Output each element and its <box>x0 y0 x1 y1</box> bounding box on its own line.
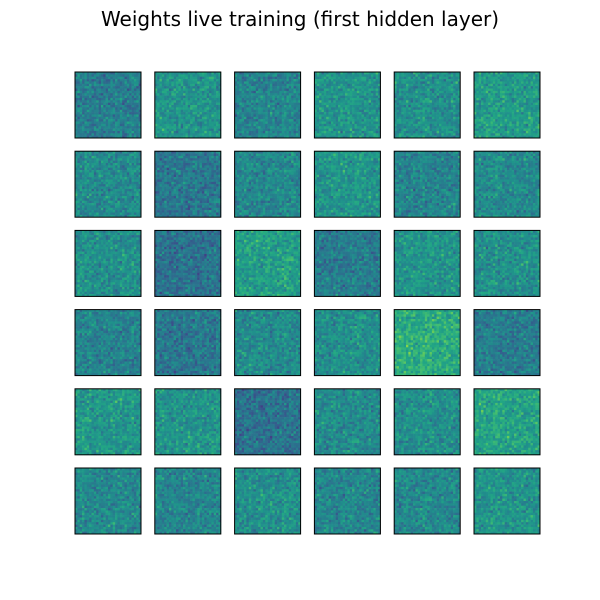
weight-panel-r4-c6 <box>473 309 541 377</box>
weight-panel-r2-c6 <box>473 150 541 218</box>
weight-panel-r3-c1 <box>74 229 142 297</box>
panel-border <box>74 388 142 456</box>
panel-border <box>473 150 541 218</box>
panel-border <box>393 467 461 535</box>
panel-border <box>234 388 302 456</box>
weight-panel-r2-c4 <box>313 150 381 218</box>
weight-panel-r6-c1 <box>74 467 142 535</box>
panel-border <box>234 71 302 139</box>
panel-border <box>313 309 381 377</box>
panel-border <box>473 309 541 377</box>
panel-border <box>74 229 142 297</box>
panel-border <box>234 309 302 377</box>
panel-border <box>154 71 222 139</box>
panel-border <box>393 388 461 456</box>
weight-panel-r1-c6 <box>473 71 541 139</box>
panel-border <box>473 229 541 297</box>
weight-panel-r4-c4 <box>313 309 381 377</box>
weight-panel-r2-c3 <box>234 150 302 218</box>
panel-border <box>313 150 381 218</box>
panel-border <box>74 150 142 218</box>
panel-border <box>154 388 222 456</box>
panel-border <box>393 229 461 297</box>
weight-panel-r1-c5 <box>393 71 461 139</box>
panel-border <box>313 229 381 297</box>
panel-border <box>234 229 302 297</box>
panel-border <box>74 467 142 535</box>
panel-border <box>393 71 461 139</box>
weight-panel-r1-c1 <box>74 71 142 139</box>
weight-panel-r4-c1 <box>74 309 142 377</box>
weight-panel-r4-c5 <box>393 309 461 377</box>
panel-border <box>393 309 461 377</box>
weight-panel-r5-c5 <box>393 388 461 456</box>
weight-panel-r6-c2 <box>154 467 222 535</box>
weight-panel-r3-c5 <box>393 229 461 297</box>
weight-panel-r6-c4 <box>313 467 381 535</box>
weight-panel-r6-c3 <box>234 467 302 535</box>
panel-border <box>74 71 142 139</box>
weight-panel-r2-c5 <box>393 150 461 218</box>
weight-panel-r5-c4 <box>313 388 381 456</box>
panel-border <box>473 388 541 456</box>
panel-border <box>154 467 222 535</box>
panel-border <box>313 388 381 456</box>
weight-panel-r5-c3 <box>234 388 302 456</box>
panel-border <box>234 467 302 535</box>
chart-title: Weights live training (first hidden laye… <box>0 7 600 31</box>
weight-panel-r3-c6 <box>473 229 541 297</box>
weight-panel-r3-c4 <box>313 229 381 297</box>
panel-border <box>473 467 541 535</box>
weight-panel-r4-c3 <box>234 309 302 377</box>
weight-panel-r2-c2 <box>154 150 222 218</box>
weight-panel-r5-c6 <box>473 388 541 456</box>
panel-border <box>154 229 222 297</box>
weight-panel-r1-c2 <box>154 71 222 139</box>
panel-border <box>313 71 381 139</box>
weight-panel-r5-c1 <box>74 388 142 456</box>
weight-panel-r6-c6 <box>473 467 541 535</box>
panel-border <box>313 467 381 535</box>
panel-border <box>74 309 142 377</box>
weight-panel-r4-c2 <box>154 309 222 377</box>
panel-border <box>473 71 541 139</box>
panel-border <box>154 150 222 218</box>
weight-panel-r1-c3 <box>234 71 302 139</box>
weight-panel-r3-c3 <box>234 229 302 297</box>
weight-panel-r3-c2 <box>154 229 222 297</box>
weight-panel-r6-c5 <box>393 467 461 535</box>
panel-border <box>393 150 461 218</box>
weight-panel-r1-c4 <box>313 71 381 139</box>
weight-panel-r2-c1 <box>74 150 142 218</box>
panel-border <box>154 309 222 377</box>
panel-border <box>234 150 302 218</box>
weight-panel-r5-c2 <box>154 388 222 456</box>
